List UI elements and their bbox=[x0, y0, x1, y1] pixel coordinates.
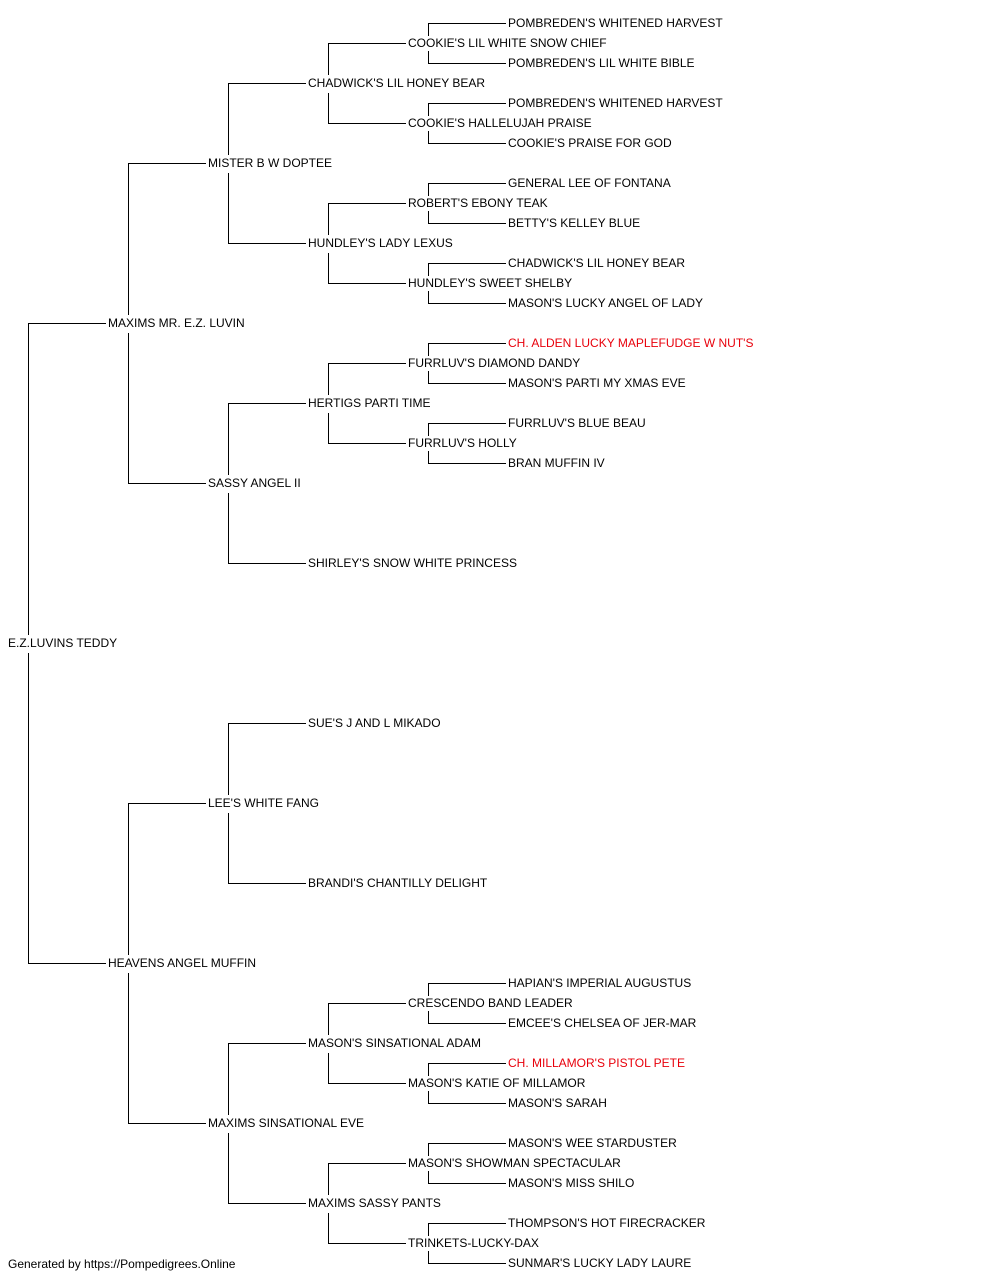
ancestor-name: MASON'S MISS SHILO bbox=[508, 1176, 636, 1190]
ancestor-name: MISTER B W DOPTEE bbox=[208, 156, 334, 170]
ancestor-name: BRANDI'S CHANTILLY DELIGHT bbox=[308, 876, 489, 890]
ancestor-name: MASON'S SINSATIONAL ADAM bbox=[308, 1036, 482, 1050]
ancestor-name: HAPIAN'S IMPERIAL AUGUSTUS bbox=[508, 976, 693, 990]
ancestor-name: FURRLUV'S HOLLY bbox=[408, 436, 518, 450]
ancestor-name: THOMPSON'S HOT FIRECRACKER bbox=[508, 1216, 707, 1230]
ancestor-name: SHIRLEY'S SNOW WHITE PRINCESS bbox=[308, 556, 518, 570]
ancestor-name: FURRLUV'S BLUE BEAU bbox=[508, 416, 647, 430]
subject-dog-name: E.Z.LUVINS TEDDY bbox=[8, 636, 119, 650]
ancestor-name: MAXIMS MR. E.Z. LUVIN bbox=[108, 316, 246, 330]
ancestor-name: SUNMAR'S LUCKY LADY LAURE bbox=[508, 1256, 693, 1270]
ancestor-name: MAXIMS SASSY PANTS bbox=[308, 1196, 442, 1210]
ancestor-name: HUNDLEY'S LADY LEXUS bbox=[308, 236, 454, 250]
ancestor-name: MASON'S PARTI MY XMAS EVE bbox=[508, 376, 687, 390]
ancestor-name: COOKIE'S HALLELUJAH PRAISE bbox=[408, 116, 593, 130]
ancestor-name: POMBREDEN'S WHITENED HARVEST bbox=[508, 96, 724, 110]
ancestor-name: CHADWICK'S LIL HONEY BEAR bbox=[508, 256, 686, 270]
ancestor-name: HUNDLEY'S SWEET SHELBY bbox=[408, 276, 574, 290]
footer-credit: Generated by https://Pompedigrees.Online bbox=[8, 1257, 236, 1271]
ancestor-name: HERTIGS PARTI TIME bbox=[308, 396, 432, 410]
ancestor-name: SUE'S J AND L MIKADO bbox=[308, 716, 442, 730]
ancestor-name: TRINKETS-LUCKY-DAX bbox=[408, 1236, 540, 1250]
ancestor-name: EMCEE'S CHELSEA OF JER-MAR bbox=[508, 1016, 698, 1030]
ancestor-name: BETTY'S KELLEY BLUE bbox=[508, 216, 642, 230]
ancestor-name: CHADWICK'S LIL HONEY BEAR bbox=[308, 76, 486, 90]
ancestor-name: CRESCENDO BAND LEADER bbox=[408, 996, 574, 1010]
ancestor-name: GENERAL LEE OF FONTANA bbox=[508, 176, 672, 190]
ancestor-name: POMBREDEN'S WHITENED HARVEST bbox=[508, 16, 724, 30]
ancestor-name: BRAN MUFFIN IV bbox=[508, 456, 606, 470]
ancestor-name: COOKIE'S PRAISE FOR GOD bbox=[508, 136, 673, 150]
ancestor-name: MASON'S SHOWMAN SPECTACULAR bbox=[408, 1156, 622, 1170]
ancestor-name: ROBERT'S EBONY TEAK bbox=[408, 196, 549, 210]
ancestor-name: POMBREDEN'S LIL WHITE BIBLE bbox=[508, 56, 696, 70]
ancestor-name: MASON'S SARAH bbox=[508, 1096, 608, 1110]
ancestor-name: MASON'S KATIE OF MILLAMOR bbox=[408, 1076, 587, 1090]
ancestor-name: MAXIMS SINSATIONAL EVE bbox=[208, 1116, 366, 1130]
ancestor-name: COOKIE'S LIL WHITE SNOW CHIEF bbox=[408, 36, 608, 50]
ancestor-name: FURRLUV'S DIAMOND DANDY bbox=[408, 356, 582, 370]
ancestor-name: LEE'S WHITE FANG bbox=[208, 796, 320, 810]
titled-ancestor-name: CH. ALDEN LUCKY MAPLEFUDGE W NUT'S bbox=[508, 336, 755, 350]
ancestor-name: MASON'S LUCKY ANGEL OF LADY bbox=[508, 296, 705, 310]
ancestor-name: HEAVENS ANGEL MUFFIN bbox=[108, 956, 258, 970]
ancestor-name: MASON'S WEE STARDUSTER bbox=[508, 1136, 678, 1150]
ancestor-name: SASSY ANGEL II bbox=[208, 476, 302, 490]
titled-ancestor-name: CH. MILLAMOR'S PISTOL PETE bbox=[508, 1056, 686, 1070]
